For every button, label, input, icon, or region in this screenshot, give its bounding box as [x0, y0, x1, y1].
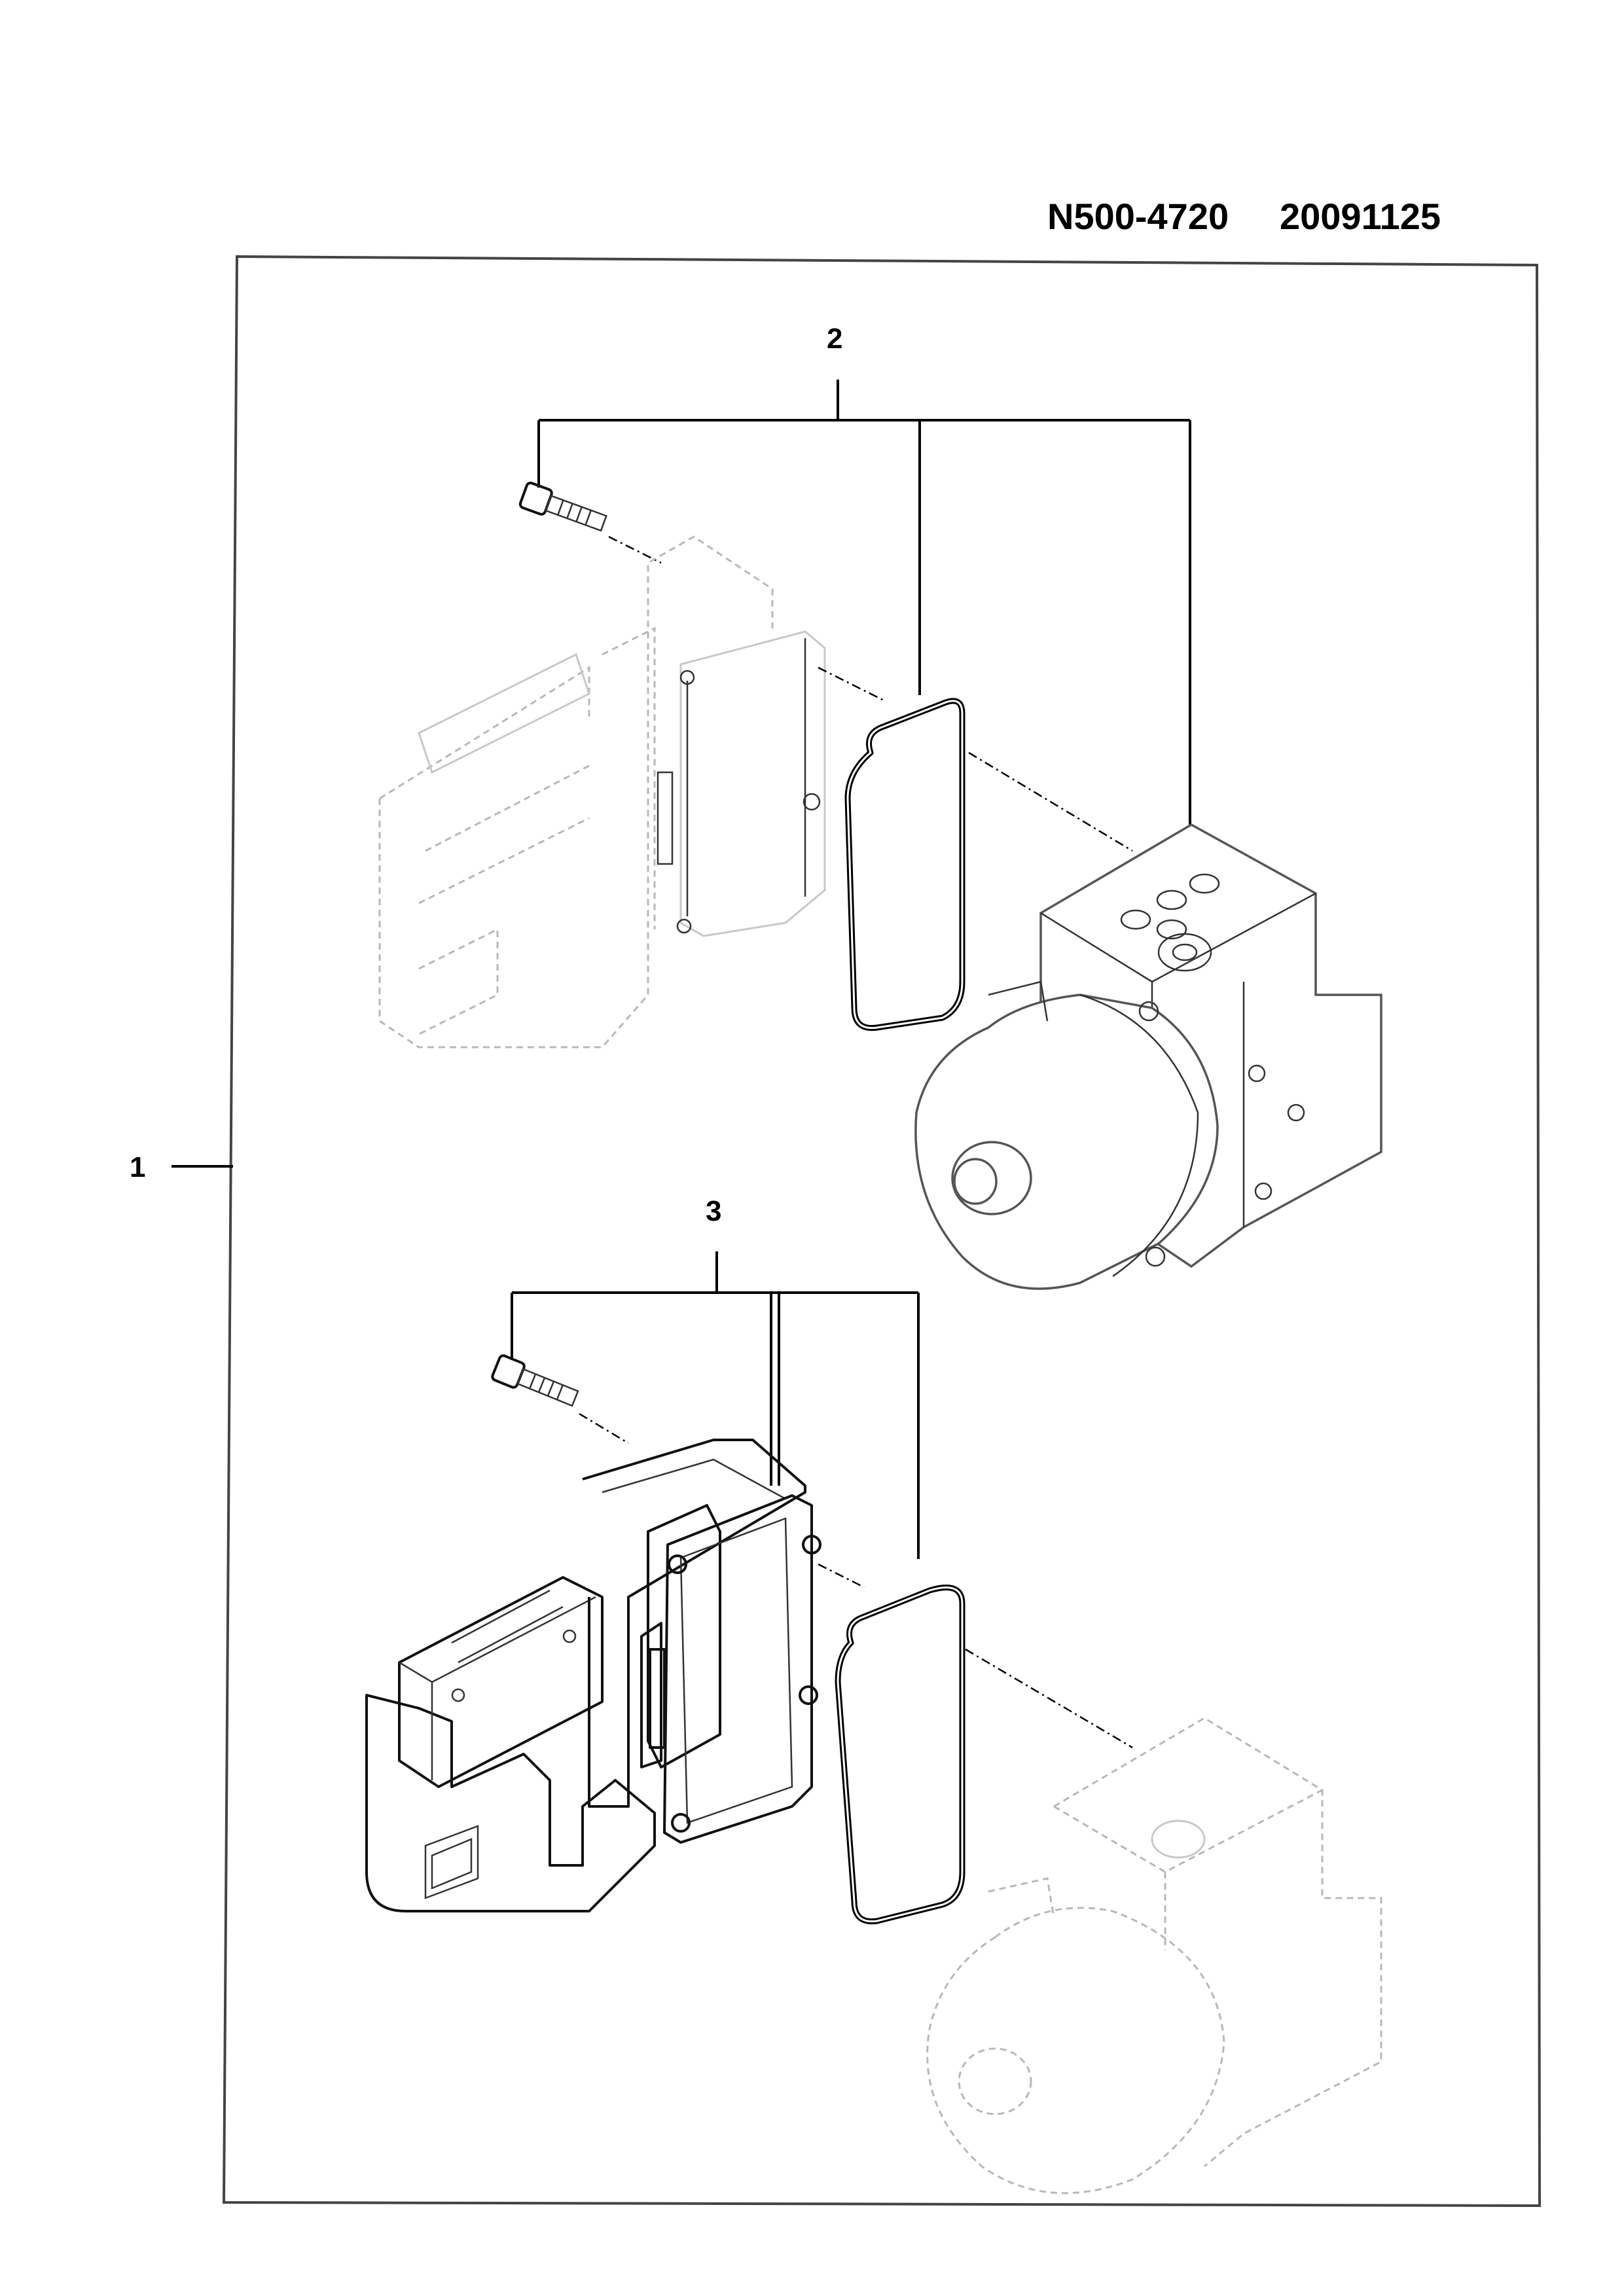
lower-gasket-axis	[965, 1648, 1133, 1749]
lower-gasket	[835, 1585, 965, 1925]
lower-bolt-axis	[579, 1412, 629, 1444]
upper-cover	[657, 630, 826, 937]
lower-cover	[649, 1494, 821, 1844]
hydraulic-unit	[914, 823, 1382, 1290]
callout-3-bracket	[511, 1251, 920, 1559]
upper-gasket	[844, 698, 965, 1031]
lower-hydraulic-ghost	[926, 1717, 1382, 2195]
lower-cover-axis	[818, 1563, 865, 1588]
upper-bolt-icon	[518, 481, 607, 532]
upper-assembly-axis	[818, 666, 884, 702]
upper-ecu-ghost	[378, 535, 774, 1049]
doc-number: N500-4720	[1047, 196, 1229, 237]
lower-bolt-icon	[491, 1354, 579, 1407]
upper-gasket-axis	[968, 751, 1133, 852]
callout-3: 3	[706, 1195, 721, 1227]
callout-2-bracket	[537, 380, 1191, 825]
callout-2: 2	[827, 323, 842, 355]
lower-ecu-housing	[365, 1439, 806, 1912]
date-code: 20091125	[1280, 196, 1441, 237]
assembly-frame	[222, 255, 1542, 2208]
callout-1: 1	[130, 1151, 145, 1183]
